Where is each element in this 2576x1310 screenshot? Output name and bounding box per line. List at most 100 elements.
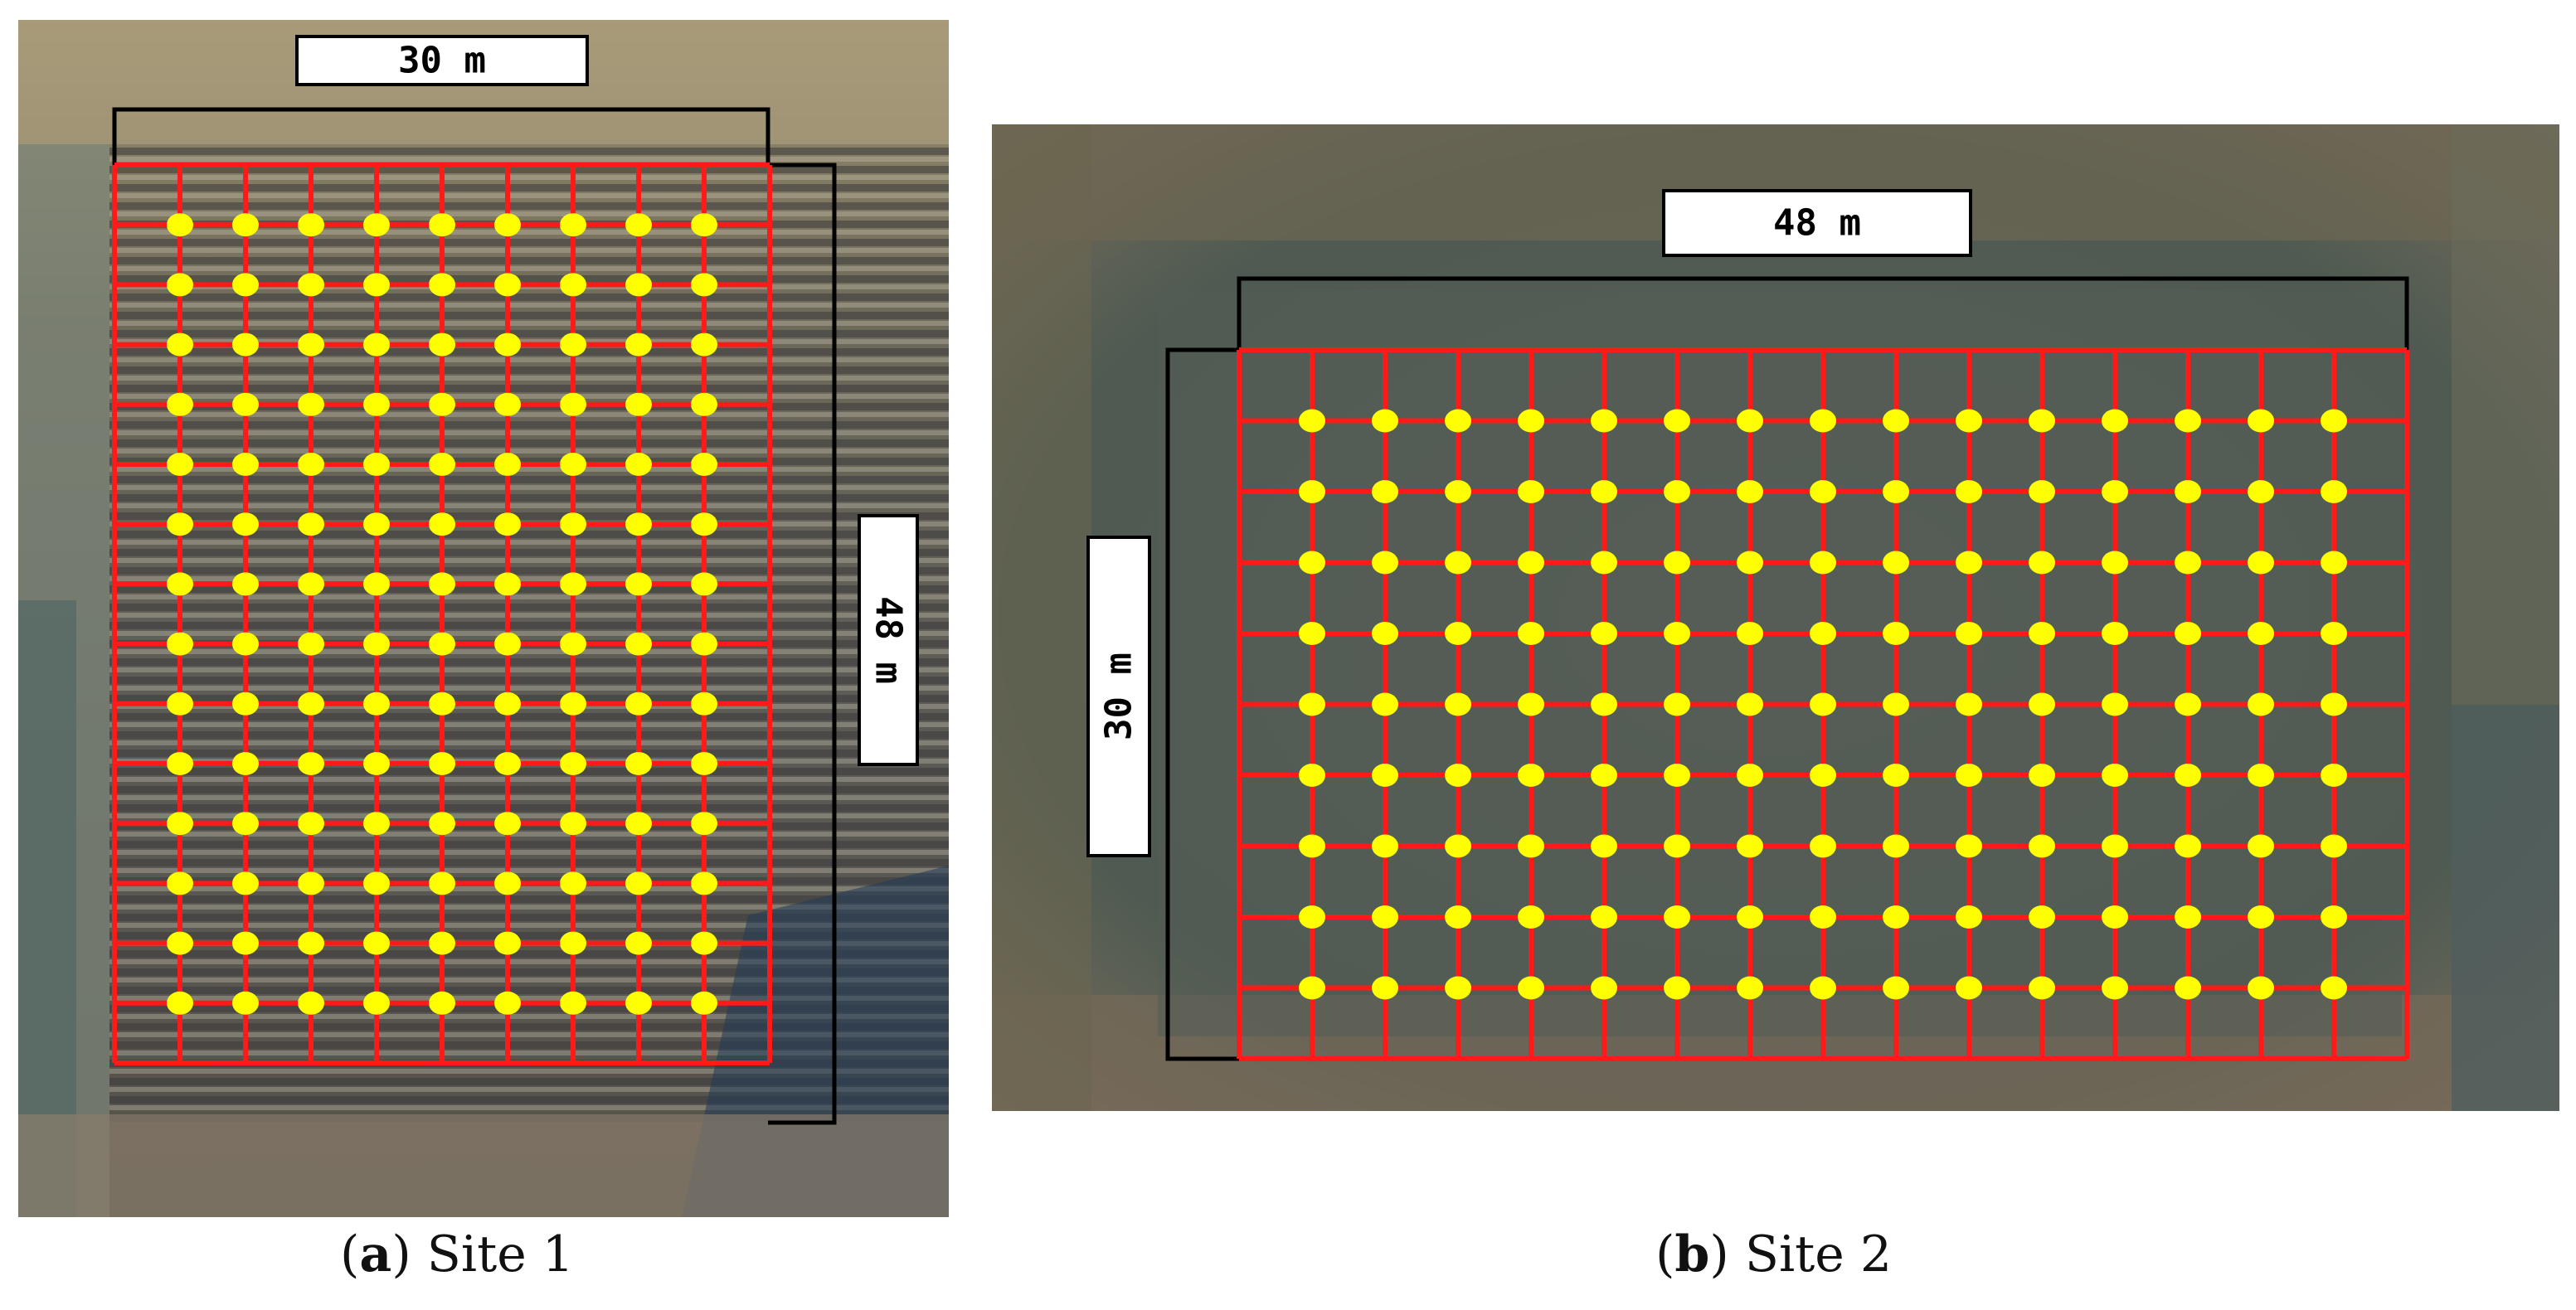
sampling-point <box>1372 764 1398 787</box>
sampling-point <box>1956 692 1982 716</box>
sampling-point <box>1518 905 1544 929</box>
sampling-point <box>2321 905 2347 929</box>
sampling-point <box>625 752 652 775</box>
sampling-point <box>1591 834 1617 858</box>
sampling-point <box>560 752 586 775</box>
sampling-point <box>2102 622 2128 645</box>
sampling-point <box>1372 905 1398 929</box>
sampling-point <box>2175 692 2201 716</box>
sampling-point <box>363 632 390 656</box>
sampling-point <box>1664 834 1690 858</box>
sampling-point <box>2029 692 2055 716</box>
sampling-point <box>560 931 586 955</box>
height-dimension-line <box>1165 347 1239 1061</box>
sampling-point <box>691 691 717 716</box>
sampling-point <box>298 871 324 895</box>
sampling-point <box>1445 409 1471 433</box>
sampling-point <box>2102 692 2128 716</box>
sampling-point <box>363 871 390 895</box>
sampling-point <box>2175 976 2201 1000</box>
sampling-point <box>1956 764 1982 787</box>
sampling-point <box>1664 622 1690 645</box>
sampling-point <box>560 871 586 895</box>
sampling-point <box>1737 834 1763 858</box>
sampling-point <box>429 453 455 476</box>
sampling-point <box>2248 409 2274 433</box>
sampling-point <box>1372 551 1398 575</box>
sampling-point <box>1591 976 1617 1000</box>
sampling-point <box>1372 976 1398 1000</box>
sampling-point <box>167 392 193 416</box>
sampling-point <box>2248 764 2274 787</box>
sampling-point <box>232 512 259 536</box>
sampling-point <box>429 691 455 716</box>
sampling-point <box>494 512 521 536</box>
caption-text: Site 1 <box>426 1225 574 1283</box>
sampling-point <box>2029 409 2055 433</box>
sampling-point <box>1664 692 1690 716</box>
sampling-point <box>298 752 324 775</box>
site-1-photo: 30 m48 m <box>18 20 949 1217</box>
sampling-point <box>298 332 324 357</box>
sampling-point <box>625 991 652 1015</box>
sampling-point <box>625 273 652 297</box>
sampling-point <box>232 812 259 836</box>
sampling-point <box>1299 551 1325 575</box>
sampling-point <box>1737 692 1763 716</box>
sampling-point <box>167 512 193 536</box>
sampling-point <box>1591 551 1617 575</box>
sampling-point <box>1810 692 1836 716</box>
sampling-point <box>691 931 717 955</box>
sampling-point <box>560 453 586 476</box>
sampling-point <box>1372 622 1398 645</box>
sampling-point <box>494 572 521 596</box>
sampling-point <box>691 512 717 536</box>
sampling-point <box>625 812 652 836</box>
sampling-point <box>691 752 717 775</box>
sampling-point <box>691 991 717 1015</box>
sampling-point <box>1883 976 1909 1000</box>
sampling-point <box>1883 622 1909 645</box>
sampling-point <box>1299 905 1325 929</box>
sampling-point <box>2102 976 2128 1000</box>
height-label-box <box>858 514 919 766</box>
sampling-point <box>494 752 521 775</box>
sampling-point <box>1810 976 1836 1000</box>
sampling-point <box>167 273 193 297</box>
sampling-point <box>429 572 455 596</box>
sampling-point <box>1810 764 1836 787</box>
sampling-point <box>2029 905 2055 929</box>
sampling-point <box>363 752 390 775</box>
sampling-point <box>363 931 390 955</box>
sampling-point <box>2248 692 2274 716</box>
sampling-point <box>429 632 455 656</box>
height-label: 48 m <box>868 596 910 684</box>
sampling-point <box>429 213 455 237</box>
sampling-point <box>1372 409 1398 433</box>
sampling-point <box>2248 905 2274 929</box>
sampling-point <box>1445 764 1471 787</box>
sampling-point <box>691 632 717 656</box>
sampling-point <box>2102 480 2128 503</box>
sampling-point <box>1372 692 1398 716</box>
sampling-point <box>2321 551 2347 575</box>
sampling-point <box>1299 764 1325 787</box>
sampling-point <box>298 931 324 955</box>
sampling-point <box>1956 976 1982 1000</box>
sampling-point <box>2102 905 2128 929</box>
sampling-point <box>1956 409 1982 433</box>
width-dimension-line <box>112 107 770 165</box>
sampling-point <box>1445 976 1471 1000</box>
sampling-point <box>167 812 193 836</box>
sampling-point <box>1372 480 1398 503</box>
sampling-point <box>1299 976 1325 1000</box>
sampling-point <box>298 991 324 1015</box>
sampling-point <box>298 392 324 416</box>
sampling-point <box>167 691 193 716</box>
sampling-point <box>560 632 586 656</box>
caption-letter: b <box>1674 1225 1710 1283</box>
sampling-point <box>494 691 521 716</box>
sampling-point <box>167 332 193 357</box>
sampling-point <box>1883 834 1909 858</box>
sampling-point <box>2248 622 2274 645</box>
